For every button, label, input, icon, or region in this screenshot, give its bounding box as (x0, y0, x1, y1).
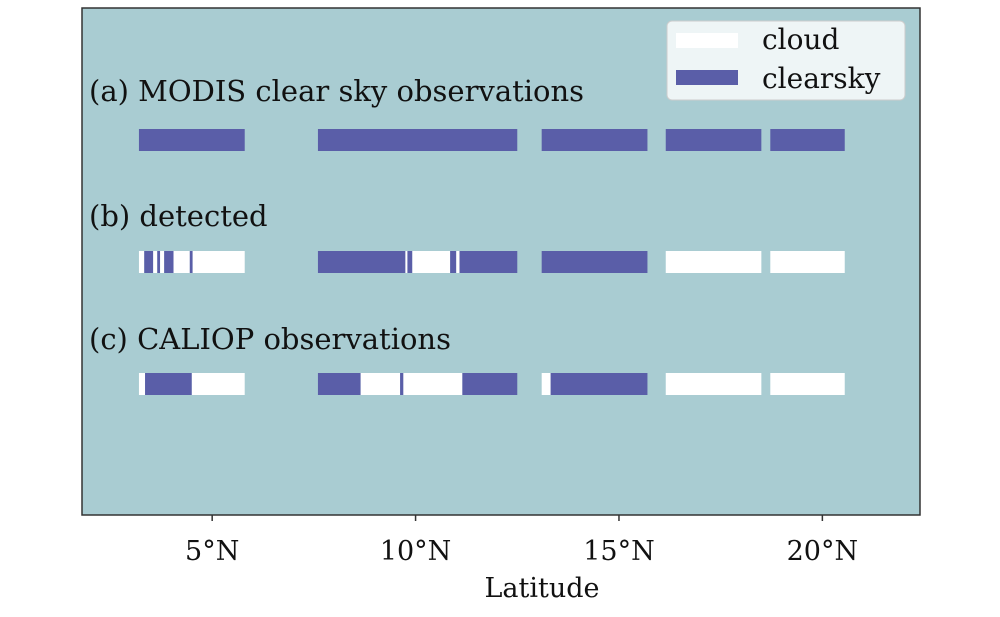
segment-clearsky (407, 251, 413, 273)
legend-swatch-clearsky (676, 70, 738, 85)
row-1: (b) detected (89, 199, 845, 273)
segment-cloud (403, 373, 463, 395)
segment-cloud (360, 373, 401, 395)
x-tick-label: 5°N (185, 536, 239, 567)
segment-clearsky (157, 251, 161, 273)
segment-cloud (770, 251, 845, 273)
row-label: (a) MODIS clear sky observations (89, 74, 584, 108)
segment-cloud (665, 373, 762, 395)
segment-clearsky (144, 251, 154, 273)
segment-cloud (192, 251, 245, 273)
row-0: (a) MODIS clear sky observations (89, 74, 845, 151)
x-tick-label: 20°N (787, 536, 858, 567)
segment-clearsky (459, 251, 518, 273)
segment-clearsky (665, 129, 762, 151)
segment-cloud (412, 251, 451, 273)
segment-clearsky (145, 373, 192, 395)
segment-clearsky (400, 373, 404, 395)
segment-cloud (665, 251, 762, 273)
legend-swatch-cloud (676, 33, 738, 48)
segment-clearsky (770, 129, 845, 151)
plot-frame (81, 7, 921, 516)
segment-clearsky (317, 251, 406, 273)
x-tick-label: 10°N (380, 536, 451, 567)
segment-clearsky (462, 373, 518, 395)
segment-clearsky (317, 373, 361, 395)
segment-cloud (138, 251, 145, 273)
legend: cloud clearsky (666, 20, 906, 101)
rows-layer: (a) MODIS clear sky observations (b) dete… (89, 74, 845, 395)
segment-clearsky (138, 129, 245, 151)
segment-clearsky (317, 129, 518, 151)
x-tick-label: 15°N (583, 536, 654, 567)
segment-cloud (541, 373, 551, 395)
segment-cloud (770, 373, 845, 395)
x-axis-label: Latitude (484, 573, 599, 604)
row-label: (c) CALIOP observations (89, 322, 451, 356)
segment-cloud (173, 251, 190, 273)
segment-clearsky (450, 251, 457, 273)
x-axis: 5°N 10°N 15°N 20°N (185, 515, 858, 567)
segment-clearsky (164, 251, 174, 273)
row-2: (c) CALIOP observations (89, 322, 845, 395)
segment-clearsky (550, 373, 648, 395)
segment-clearsky (541, 251, 648, 273)
legend-label-cloud: cloud (762, 23, 840, 56)
segment-clearsky (189, 251, 193, 273)
legend-label-clearsky: clearsky (762, 62, 881, 95)
segment-cloud (160, 251, 165, 273)
segment-cloud (138, 373, 146, 395)
segment-cloud (153, 251, 158, 273)
row-label: (b) detected (89, 199, 268, 233)
segment-cloud (191, 373, 245, 395)
segment-cloud (456, 251, 460, 273)
segment-clearsky (541, 129, 648, 151)
segment-cloud (405, 251, 408, 273)
